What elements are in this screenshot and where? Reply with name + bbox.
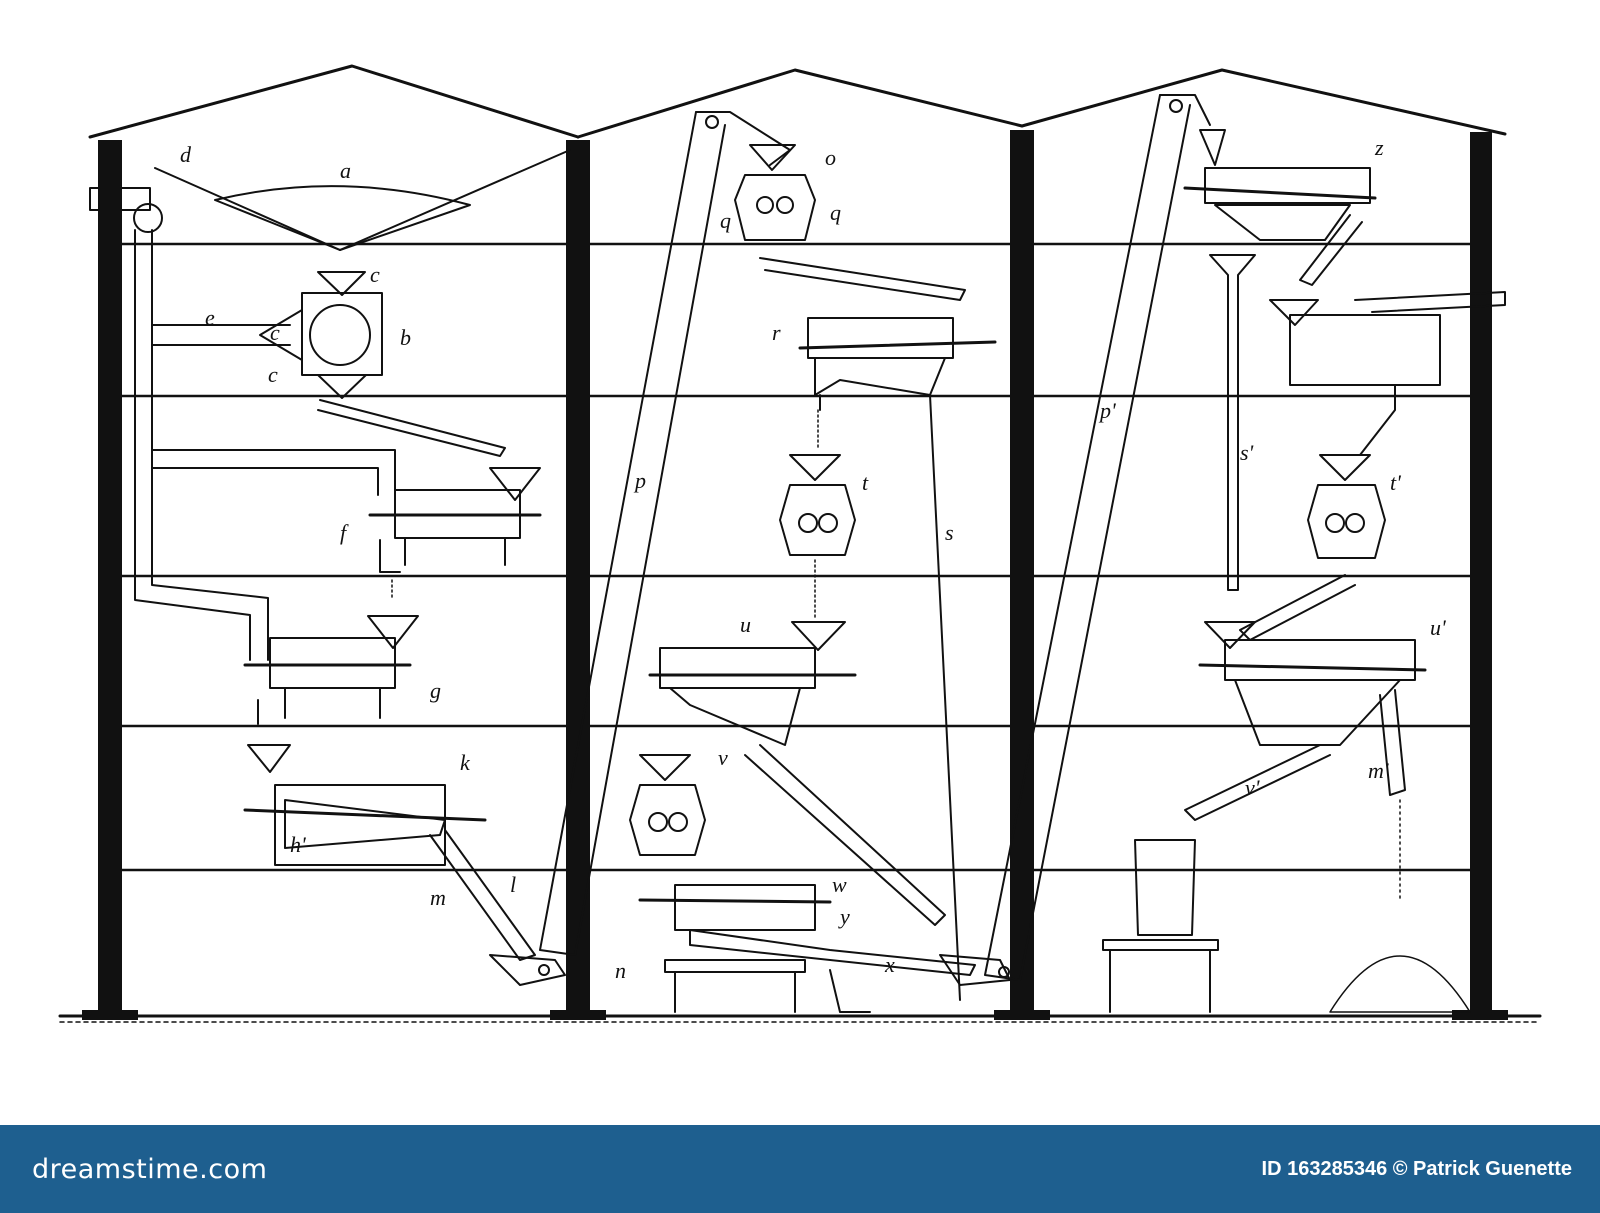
label-l: l <box>510 872 516 897</box>
elevator-p <box>489 111 791 986</box>
sifter-z <box>1183 129 1377 591</box>
label-c1: c <box>370 262 380 287</box>
label-v: v <box>718 745 728 770</box>
label-s2: s' <box>1240 440 1254 465</box>
label-c2: c <box>270 320 280 345</box>
label-d: d <box>180 142 192 167</box>
roller-v <box>629 754 706 856</box>
label-p2: p' <box>1098 398 1116 423</box>
elevator-p2 <box>939 94 1211 986</box>
label-g: g <box>430 678 441 703</box>
label-m: m <box>430 885 446 910</box>
flour-pile <box>1329 799 1471 1013</box>
floor-lines <box>58 242 1542 1023</box>
label-y: y <box>838 904 850 929</box>
purifier <box>1269 291 1506 456</box>
label-f: f <box>340 520 349 545</box>
label-c3: c <box>268 362 278 387</box>
label-o: o <box>825 145 836 170</box>
label-u2: u' <box>1430 615 1446 640</box>
sifter-hk <box>243 744 536 961</box>
label-r: r <box>772 320 781 345</box>
label-k: k <box>460 750 471 775</box>
label-n: n <box>615 958 626 983</box>
roller-f <box>368 467 542 601</box>
brand-text: dreamstime.com <box>32 1153 268 1185</box>
roller-o <box>734 144 966 301</box>
sifter-u2 <box>1184 621 1427 821</box>
label-s: s <box>945 520 954 545</box>
label-u: u <box>740 612 751 637</box>
roller-t <box>779 454 856 621</box>
label-p: p <box>633 468 646 493</box>
label-t2: t' <box>1390 470 1401 495</box>
part-labels: a d c c c b e f g k h' m l n p o q q r t… <box>180 135 1446 983</box>
label-t: t <box>862 470 869 495</box>
label-e: e <box>205 305 215 330</box>
label-w: w <box>832 872 847 897</box>
grain-mill-diagram: a d c c c b e f g k h' m l n p o q q r t… <box>58 64 1542 1023</box>
grain-bin <box>89 149 571 251</box>
label-v2: v' <box>1245 775 1260 800</box>
label-z: z <box>1374 135 1384 160</box>
flour-sack <box>1102 839 1219 1013</box>
sifter-wyx <box>638 884 976 1013</box>
label-b: b <box>400 325 411 350</box>
roller-t2 <box>1239 454 1386 641</box>
label-m2: m' <box>1368 758 1389 783</box>
air-pipe <box>134 229 396 661</box>
watermark-footer: dreamstime.com ID 163285346 © Patrick Gu… <box>0 1125 1600 1213</box>
label-q1: q <box>720 208 731 233</box>
label-a: a <box>340 158 351 183</box>
roller-g <box>243 615 419 725</box>
sifter-u <box>648 621 946 926</box>
roof-lines <box>88 64 1507 139</box>
cleaner-machine <box>259 271 506 457</box>
sifter-r <box>798 317 997 1001</box>
image-credit: ID 163285346 © Patrick Guenette <box>1261 1157 1572 1180</box>
building-pillars <box>82 130 1508 1020</box>
label-x: x <box>884 952 895 977</box>
label-q2: q <box>830 200 841 225</box>
label-h: h' <box>290 832 306 857</box>
